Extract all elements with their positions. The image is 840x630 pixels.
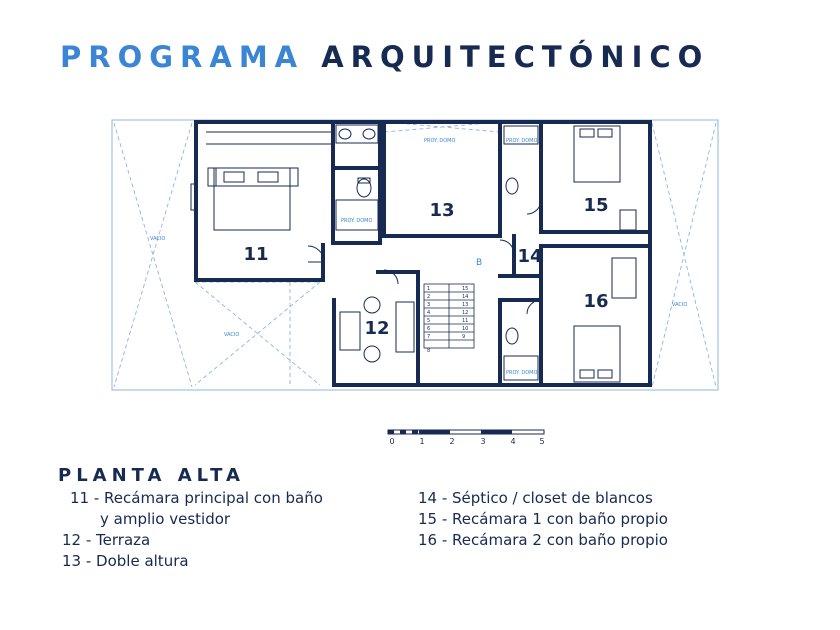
stair-step: 5: [427, 318, 430, 324]
stair-direction-label: B: [476, 258, 482, 268]
walls: [194, 120, 652, 387]
vacio-label-right: VACIO: [672, 302, 687, 308]
stair-step: 3: [427, 302, 430, 308]
void-areas: [113, 121, 717, 388]
room-11-label: 11: [243, 244, 268, 265]
legend-item: 13 - Doble altura: [62, 552, 189, 570]
legend-item: 16 - Recámara 2 con baño propio: [418, 531, 668, 549]
stair-step: 14: [462, 294, 468, 300]
lot-outline: [111, 119, 719, 391]
legend-item: 14 - Séptico / closet de blancos: [418, 489, 653, 507]
stair-step: 7: [427, 334, 430, 340]
stair-step: 6: [427, 326, 430, 332]
stair-step: 4: [427, 310, 430, 316]
scale-tick: 3: [480, 437, 485, 446]
stair-step: 8: [427, 348, 430, 354]
page-title: PROGRAMA ARQUITECTÓNICO: [60, 40, 709, 74]
stairs: [423, 283, 475, 349]
title-arquitectonico: ARQUITECTÓNICO: [321, 40, 710, 74]
fixtures: [190, 124, 637, 383]
scale-bar: 0 1 2 3 4 5: [387, 429, 545, 446]
scale-tick: 0: [389, 437, 394, 446]
legend-item: 11 - Recámara principal con baño: [70, 489, 323, 507]
scale-tick: 1: [419, 437, 424, 446]
stair-step: 15: [462, 286, 468, 292]
stair-step: 10: [462, 326, 468, 332]
room-14-label: 14: [517, 246, 542, 267]
stair-step: 11: [462, 318, 468, 324]
proy-domo-label-16: PROY. DOMO: [506, 370, 537, 376]
proy-domo-label-15: PROY. DOMO: [506, 138, 537, 144]
floor-title: PLANTA ALTA: [58, 465, 245, 486]
title-programa: PROGRAMA: [60, 40, 305, 74]
stair-step: 2: [427, 294, 430, 300]
stair-step: 13: [462, 302, 468, 308]
stair-step: 1: [427, 286, 430, 292]
room-15-label: 15: [583, 195, 608, 216]
stair-step: 12: [462, 310, 468, 316]
vacio-label-terrace: VACIO: [224, 332, 239, 338]
legend-item: 12 - Terraza: [62, 531, 151, 549]
stair-step: 9: [462, 334, 465, 340]
proy-domo-label-13: PROY. DOMO: [424, 138, 455, 144]
scale-tick: 2: [449, 437, 454, 446]
proy-domo-label-11: PROY. DOMO: [341, 218, 372, 224]
vacio-label-left: VACIO: [150, 236, 165, 242]
room-13-label: 13: [429, 200, 454, 221]
legend-right: 14 - Séptico / closet de blancos 15 - Re…: [418, 488, 668, 551]
scale-tick: 5: [539, 437, 544, 446]
scale-tick: 4: [510, 437, 515, 446]
legend-item: y amplio vestidor: [100, 510, 231, 528]
legend-left: 11 - Recámara principal con baño y ampli…: [62, 488, 323, 572]
room-12-label: 12: [364, 318, 389, 339]
legend-item: 15 - Recámara 1 con baño propio: [418, 510, 668, 528]
room-16-label: 16: [583, 291, 608, 312]
